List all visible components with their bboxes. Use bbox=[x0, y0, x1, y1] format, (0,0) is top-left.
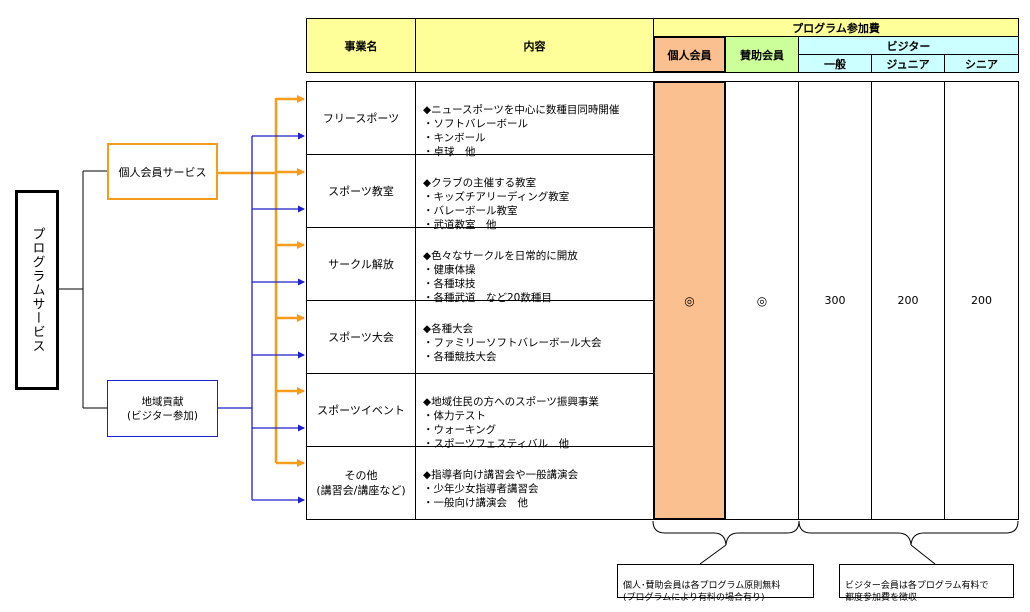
fee-supporting-member-value: ◎ bbox=[756, 293, 768, 308]
community-service-box: 地域貢献 (ビジター参加) bbox=[107, 380, 218, 437]
header-individual-member-label: 個人会員 bbox=[667, 48, 712, 62]
header-content: 内容 bbox=[415, 18, 654, 73]
table-row-2-content: ◆クラブの主催する教室 ・キッズチアリーディング教室 ・バレーボール教室 ・武道… bbox=[415, 154, 654, 231]
header-content-label: 内容 bbox=[523, 39, 546, 53]
community-trunk bbox=[218, 136, 253, 500]
visitor-note-pointer bbox=[910, 544, 936, 565]
header-senior: シニア bbox=[944, 54, 1019, 73]
member-note-pointer bbox=[699, 544, 727, 565]
table-row-4-content: ◆各種大会 ・ファミリーソフトバレーボール大会 ・各種競技大会 bbox=[415, 300, 654, 374]
fee-senior-value: 200 bbox=[971, 294, 992, 307]
row-1-content-text: ◆ニュースポーツを中心に数種目同時開催 ・ソフトバレーボール ・キンボール ・卓… bbox=[423, 104, 620, 158]
member-service-label: 個人会員サービス bbox=[118, 165, 207, 179]
row-2-name-label: スポーツ教室 bbox=[328, 185, 394, 198]
tree-connector bbox=[59, 170, 107, 409]
header-program-name-label: 事業名 bbox=[344, 39, 378, 53]
community-arrows bbox=[252, 132, 305, 504]
row-5-name-label: スポーツイベント bbox=[317, 404, 405, 417]
table-row-6-name: その他 (講習会/講座など) bbox=[306, 446, 416, 520]
visitor-fee-note-text: ビジター会員は各プログラム有料で 都度参加費を徴収 bbox=[845, 581, 989, 603]
header-supporting-member: 賛助会員 bbox=[725, 36, 799, 73]
header-general: 一般 bbox=[798, 54, 872, 73]
header-visitor: ビジター bbox=[798, 36, 1019, 55]
table-row-5-content: ◆地域住民の方へのスポーツ振興事業 ・体力テスト ・ウォーキング ・スポーツフェ… bbox=[415, 373, 654, 450]
row-5-content-text: ◆地域住民の方へのスポーツ振興事業 ・体力テスト ・ウォーキング ・スポーツフェ… bbox=[423, 396, 599, 450]
fee-general-value: 300 bbox=[824, 294, 846, 307]
member-arrows bbox=[276, 95, 305, 467]
header-junior: ジュニア bbox=[871, 54, 945, 73]
row-3-content-text: ◆色々なサークルを日常的に開放 ・健康体操 ・各種球技 ・各種武道 など20数種… bbox=[423, 250, 578, 304]
root-label: プログラムサービス bbox=[29, 227, 45, 353]
community-label-sub: (ビジター参加) bbox=[127, 409, 198, 422]
fee-individual-member: ◎ bbox=[653, 81, 726, 520]
header-fee-group-label: プログラム参加費 bbox=[792, 21, 880, 35]
fee-supporting-member: ◎ bbox=[725, 81, 799, 520]
fee-general: 300 bbox=[798, 81, 872, 520]
row-6-content-text: ◆指導者向け講習会や一般講演会 ・少年少女指導者講習会 ・一般向け講演会 他 bbox=[423, 469, 579, 509]
fee-junior-value: 200 bbox=[897, 294, 919, 307]
fee-junior: 200 bbox=[871, 81, 945, 520]
table-row-3-content: ◆色々なサークルを日常的に開放 ・健康体操 ・各種球技 ・各種武道 など20数種… bbox=[415, 227, 654, 304]
member-trunk bbox=[218, 98, 278, 463]
fee-individual-member-value: ◎ bbox=[684, 293, 695, 308]
header-general-label: 一般 bbox=[824, 57, 846, 71]
row-2-content-text: ◆クラブの主催する教室 ・キッズチアリーディング教室 ・バレーボール教室 ・武道… bbox=[423, 177, 570, 231]
member-service-box: 個人会員サービス bbox=[107, 143, 218, 200]
row-1-name-label: フリースポーツ bbox=[322, 112, 400, 125]
header-supporting-member-label: 賛助会員 bbox=[740, 48, 784, 62]
header-program-name: 事業名 bbox=[306, 18, 416, 73]
community-label-main: 地域貢献 bbox=[141, 395, 184, 408]
fee-senior: 200 bbox=[944, 81, 1019, 520]
header-senior-label: シニア bbox=[965, 57, 998, 71]
member-fee-note: 個人･賛助会員は各プログラム原則無料 (プログラムにより有料の場合有り) bbox=[617, 564, 814, 603]
header-visitor-label: ビジター bbox=[886, 39, 931, 53]
header-junior-label: ジュニア bbox=[886, 57, 930, 71]
visitor-fee-note: ビジター会員は各プログラム有料で 都度参加費を徴収 bbox=[839, 564, 1014, 603]
table-row-4-name: スポーツ大会 bbox=[306, 300, 416, 374]
row-4-name-label: スポーツ大会 bbox=[328, 331, 394, 344]
table-row-1-name: フリースポーツ bbox=[306, 81, 416, 155]
visitor-brace bbox=[798, 520, 1019, 546]
row-4-content-text: ◆各種大会 ・ファミリーソフトバレーボール大会 ・各種競技大会 bbox=[423, 323, 602, 363]
member-brace bbox=[652, 520, 800, 546]
table-row-6-content: ◆指導者向け講習会や一般講演会 ・少年少女指導者講習会 ・一般向け講演会 他 bbox=[415, 446, 654, 520]
table-row-2-name: スポーツ教室 bbox=[306, 154, 416, 228]
row-6-name-label: その他 (講習会/講座など) bbox=[316, 469, 406, 497]
table-row-3-name: サークル解放 bbox=[306, 227, 416, 301]
program-service-root: プログラムサービス bbox=[15, 190, 59, 390]
table-row-1-content: ◆ニュースポーツを中心に数種目同時開催 ・ソフトバレーボール ・キンボール ・卓… bbox=[415, 81, 654, 158]
table-row-5-name: スポーツイベント bbox=[306, 373, 416, 447]
row-3-name-label: サークル解放 bbox=[328, 258, 394, 271]
member-fee-note-text: 個人･賛助会員は各プログラム原則無料 (プログラムにより有料の場合有り) bbox=[623, 581, 781, 603]
header-fee-group: プログラム参加費 bbox=[653, 18, 1019, 37]
header-individual-member: 個人会員 bbox=[653, 36, 726, 73]
